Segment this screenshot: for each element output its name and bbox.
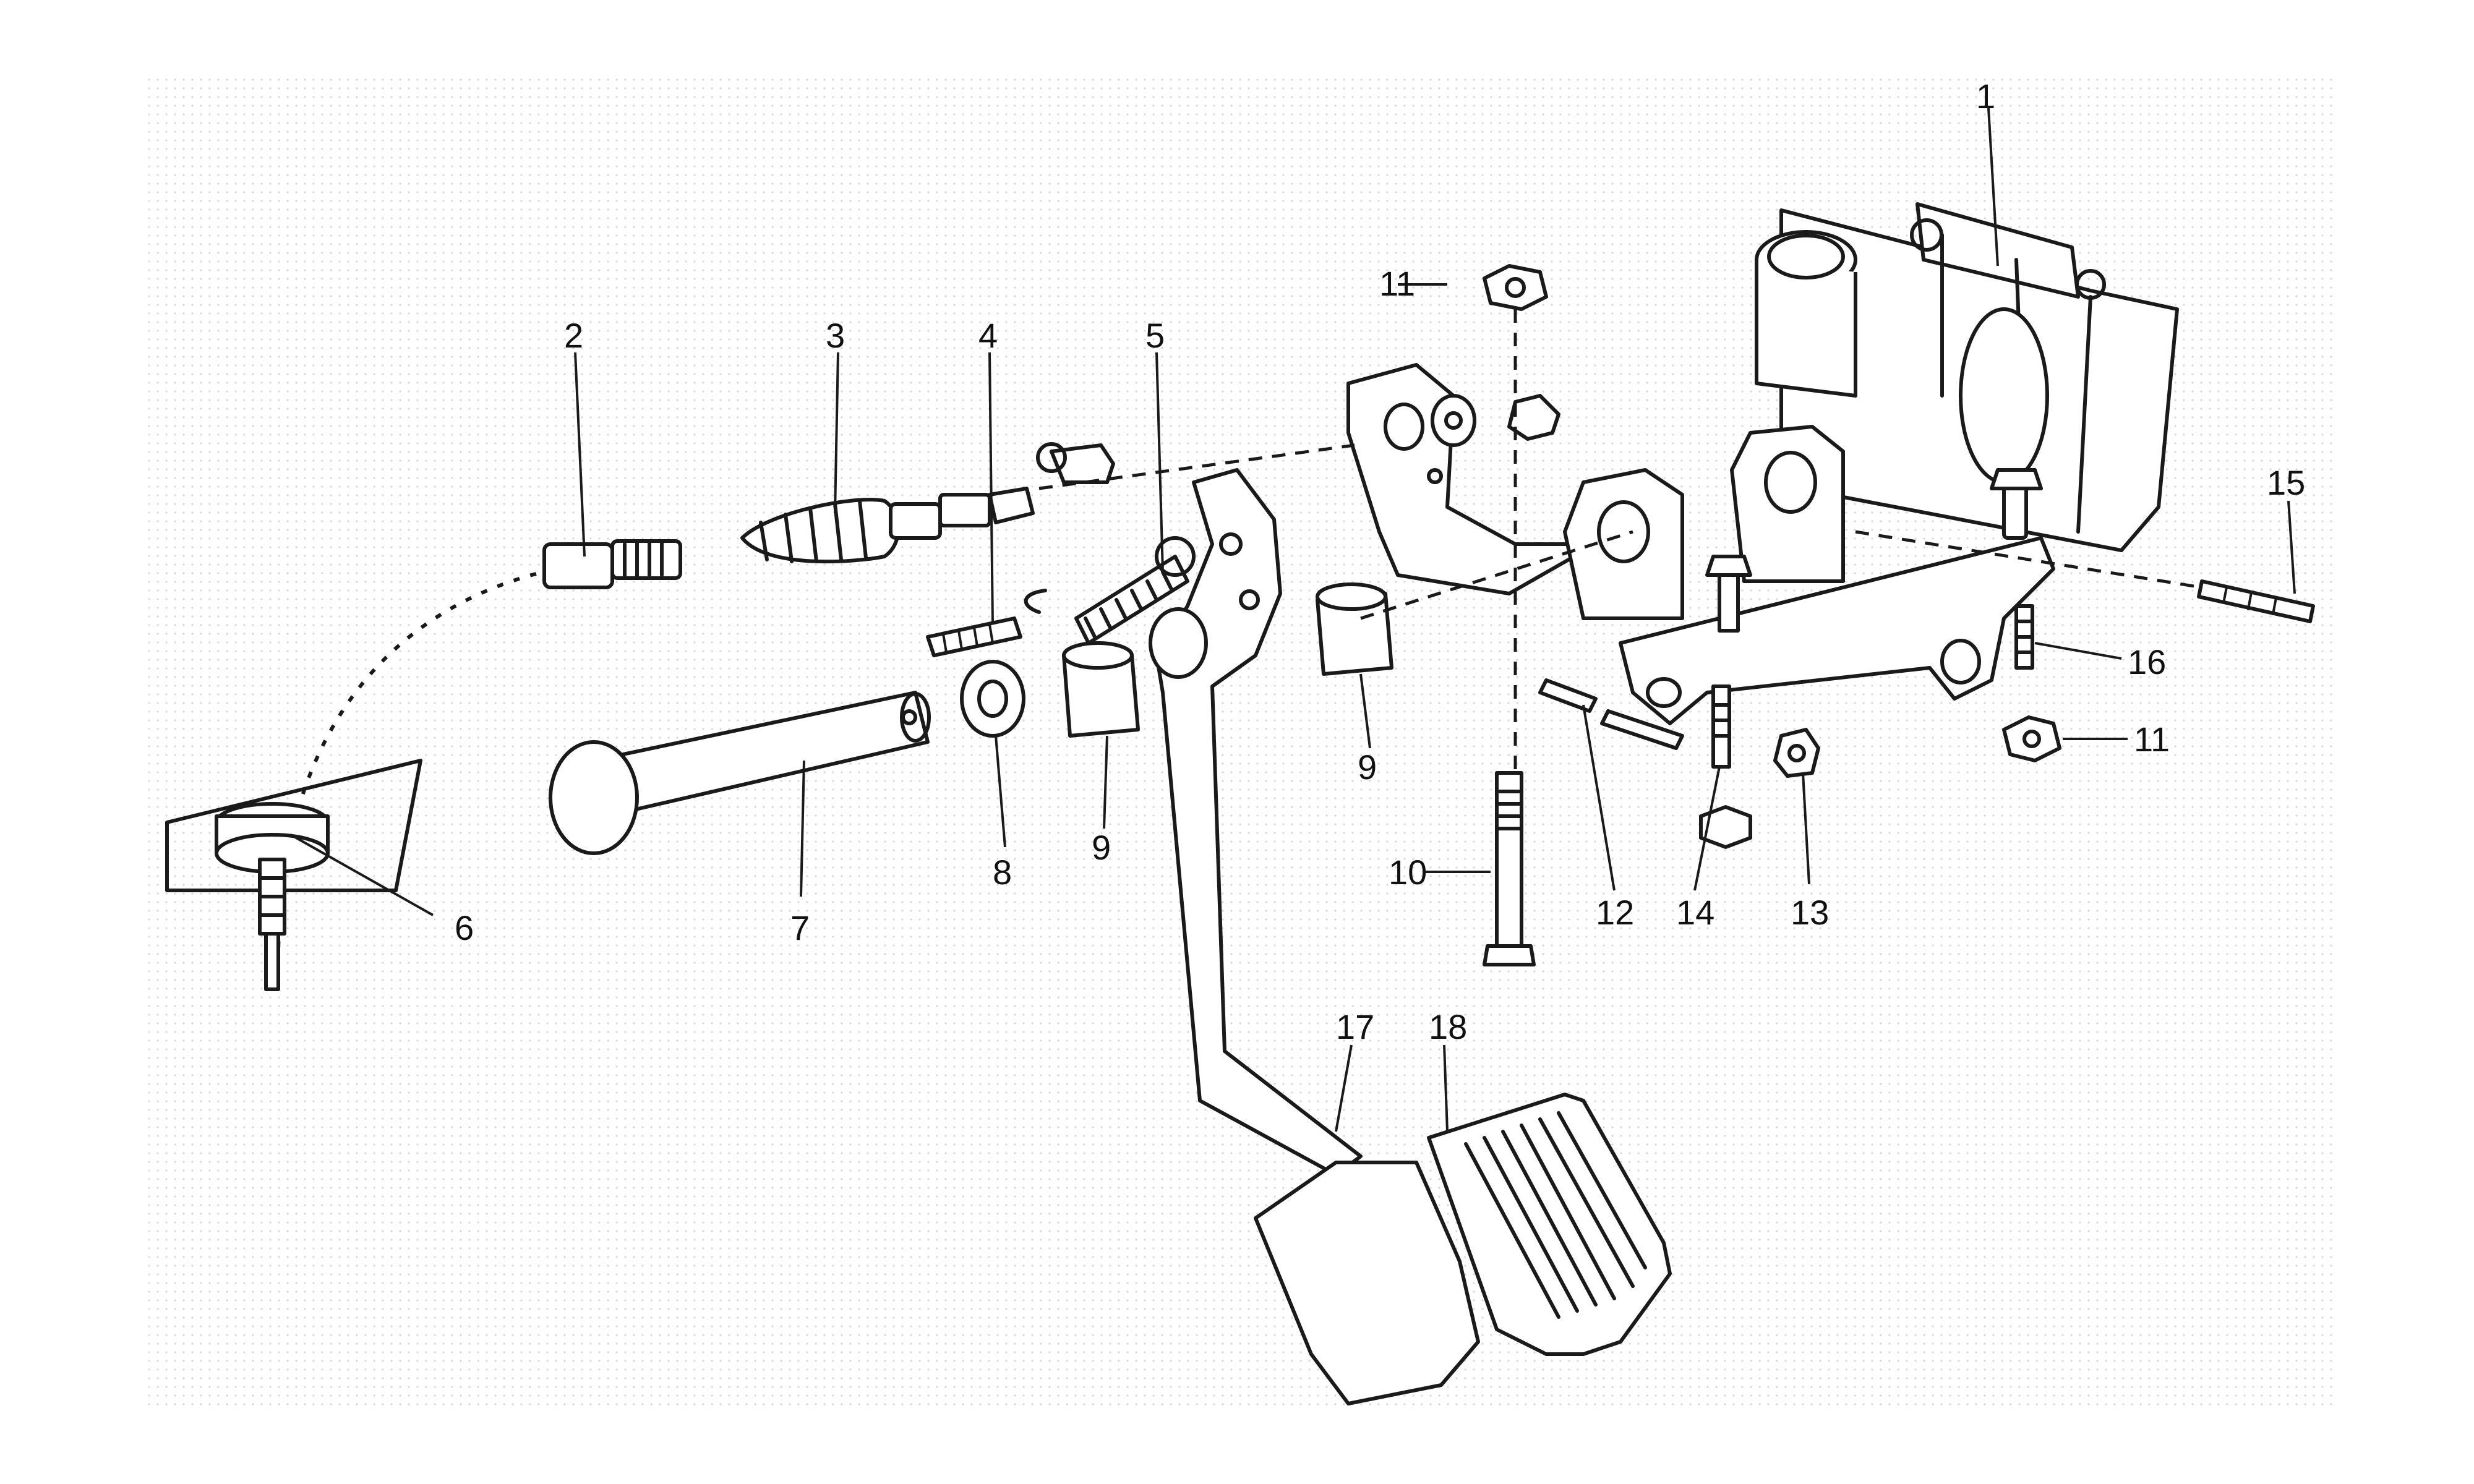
grommet-part-6 — [165, 759, 422, 991]
callout-5: 5 — [1145, 316, 1165, 355]
callout-16: 16 — [2128, 642, 2166, 681]
assembly-axes — [1038, 309, 2202, 773]
callout-10: 10 — [1389, 853, 1427, 892]
roll-pin-part-15 — [2197, 579, 2315, 623]
clutch-pedal-part-17 — [1149, 468, 1480, 1405]
callout-labels: 1 2 3 4 5 6 7 8 9 9 10 11 11 12 13 14 15… — [455, 77, 2305, 1046]
callout-12: 12 — [1596, 893, 1634, 932]
callout-4: 4 — [978, 316, 998, 355]
callout-15: 15 — [2267, 463, 2305, 502]
callout-7: 7 — [790, 908, 810, 947]
callout-9-left: 9 — [1092, 828, 1111, 867]
leader-lines — [290, 108, 2296, 1132]
callout-9-right: 9 — [1358, 748, 1377, 787]
pedal-bracket-part-1 — [1346, 202, 2179, 725]
bolt-part-10 — [1483, 771, 1536, 966]
nut-part-11-right — [2002, 715, 2061, 762]
callout-6: 6 — [455, 908, 474, 947]
pin-part-4 — [926, 616, 1022, 657]
return-spring-part-5 — [1024, 536, 1196, 645]
callout-13: 13 — [1791, 893, 1829, 932]
nut-part-11-top — [1431, 264, 1560, 447]
screw-part-12 — [1538, 678, 1684, 750]
callout-18: 18 — [1429, 1007, 1467, 1046]
pivot-pin-part-7 — [549, 691, 931, 855]
callout-8: 8 — [993, 853, 1012, 892]
callout-14: 14 — [1676, 893, 1714, 932]
callout-2: 2 — [564, 316, 583, 355]
bushing-part-9-left — [1062, 641, 1140, 738]
stud-part-16 — [2014, 604, 2034, 670]
nut-part-13 — [1699, 728, 1820, 849]
stud-part-14 — [1711, 684, 1731, 769]
callout-17: 17 — [1336, 1007, 1374, 1046]
callout-11-top: 11 — [1379, 264, 1415, 303]
washer-part-8 — [960, 660, 1025, 738]
pedal-pad-part-18 — [1427, 1093, 1672, 1356]
callout-1: 1 — [1976, 77, 1995, 116]
callout-11-right: 11 — [2134, 720, 2170, 759]
bushing-part-9-right — [1316, 582, 1393, 676]
callout-3: 3 — [826, 316, 845, 355]
